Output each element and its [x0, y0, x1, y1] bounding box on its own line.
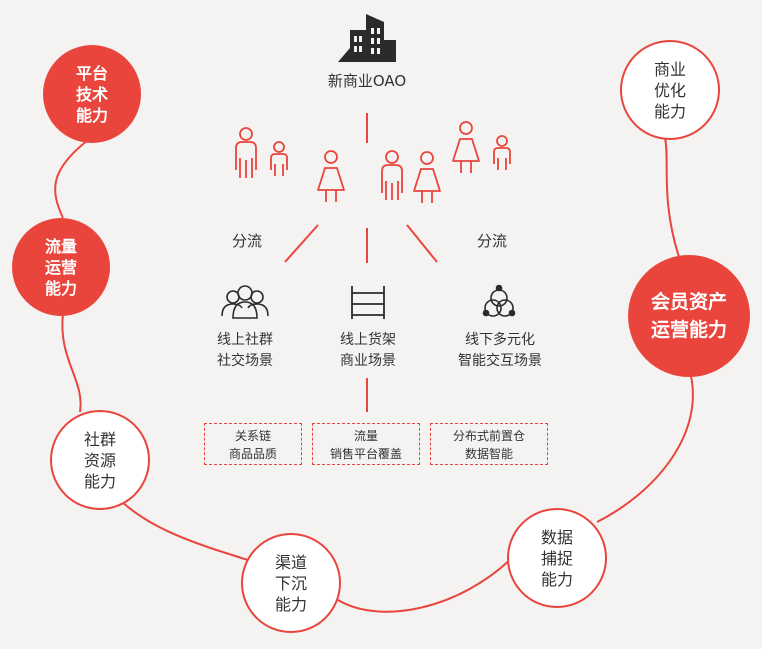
capability-community: 社群 资源 能力 [50, 410, 150, 510]
people-group-icon [235, 121, 511, 203]
split-line-right [406, 224, 438, 263]
capability-curve [54, 137, 694, 613]
capability-member-assets: 会员资产 运营能力 [628, 255, 750, 377]
shelf-icon [351, 286, 385, 319]
capability-traffic-ops: 流量 运营 能力 [12, 218, 110, 316]
capability-channel: 渠道 下沉 能力 [241, 533, 341, 633]
building-icon [338, 14, 396, 62]
split-label-left: 分流 [231, 232, 262, 250]
diagram-title: 新商业OAO [327, 72, 407, 90]
scene-offline-smart: 线下多元化 智能交互场景 [458, 332, 542, 369]
box-relationship-quality: 关系链商品品质 [204, 423, 302, 465]
split-label-right: 分流 [476, 232, 507, 250]
box-traffic-coverage: 流量销售平台覆盖 [312, 423, 420, 465]
split-line-left [284, 224, 319, 263]
scene-online-shelf: 线上货架 商业场景 [340, 332, 396, 369]
capability-platform-tech: 平台 技术 能力 [43, 45, 141, 143]
capability-business-opt: 商业 优化 能力 [620, 40, 720, 140]
box-warehouse-data: 分布式前置仓数据智能 [430, 423, 548, 465]
connected-nodes-icon [482, 284, 516, 317]
capability-data-capture: 数据 捕捉 能力 [507, 508, 607, 608]
user-team-icon [221, 285, 269, 319]
scene-online-community: 线上社群 社交场景 [217, 332, 273, 369]
